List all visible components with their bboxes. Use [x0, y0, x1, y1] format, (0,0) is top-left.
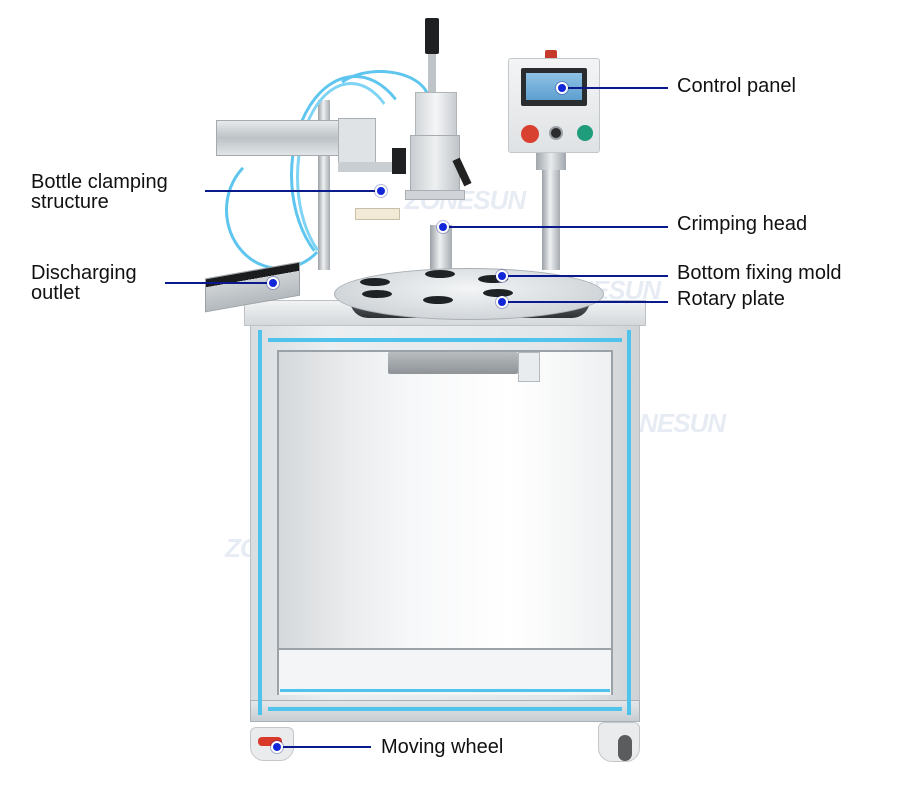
- caster-brake-icon: [258, 737, 282, 746]
- crimp-rod: [428, 54, 436, 94]
- callout-dot: [271, 741, 283, 753]
- label-control-panel: Control panel: [677, 75, 796, 97]
- callout-line: [205, 190, 381, 192]
- key-switch-icon: [549, 126, 563, 140]
- clamp-head: [338, 118, 376, 163]
- callout-line: [165, 282, 273, 284]
- label-crimping-head: Crimping head: [677, 213, 808, 235]
- stop-button-icon: [521, 125, 539, 143]
- label-bottle-clamping-line2: structure: [31, 191, 109, 213]
- label-discharging-outlet-line2: outlet: [31, 282, 80, 304]
- control-panel-column: [542, 150, 560, 270]
- callout-dot: [496, 270, 508, 282]
- label-rotary-plate: Rotary plate: [677, 288, 785, 310]
- callout-dot: [375, 185, 387, 197]
- label-discharging-outlet: Discharging: [31, 262, 137, 284]
- callout-line: [443, 226, 668, 228]
- fixing-mold: [425, 270, 455, 278]
- fixing-mold: [478, 275, 508, 283]
- base-rail: [250, 700, 640, 722]
- frame-accent-strip: [268, 707, 622, 711]
- crimp-cylinder: [415, 92, 457, 137]
- drive-motor: [388, 352, 518, 374]
- callout-line: [502, 275, 668, 277]
- clamp-jaw: [355, 208, 400, 220]
- fixing-mold: [360, 278, 390, 286]
- callout-dot: [556, 82, 568, 94]
- caster-wheel-left: [250, 727, 294, 761]
- cabinet-lower-bay: [277, 650, 613, 695]
- frame-accent-strip: [280, 689, 610, 692]
- solenoid-valve: [392, 148, 406, 174]
- frame-accent-strip: [627, 330, 631, 715]
- callout-dot: [267, 277, 279, 289]
- crimp-block: [410, 135, 460, 193]
- fixing-mold: [423, 296, 453, 304]
- cabinet-interior: [277, 350, 613, 650]
- crimp-cylinder-top: [425, 18, 439, 54]
- frame-accent-strip: [258, 330, 262, 715]
- label-bottom-fixing-mold: Bottom fixing mold: [677, 262, 842, 284]
- air-tube: [225, 150, 335, 270]
- label-moving-wheel: Moving wheel: [381, 736, 504, 758]
- fixing-mold: [362, 290, 392, 298]
- clamp-plate: [338, 162, 398, 172]
- motor-connector: [518, 352, 540, 382]
- callout-line: [562, 87, 668, 89]
- callout-line: [502, 301, 668, 303]
- warning-lamp-icon: [545, 50, 557, 58]
- callout-dot: [437, 221, 449, 233]
- callout-dot: [496, 296, 508, 308]
- column-collar: [536, 150, 566, 170]
- clamp-cylinder: [216, 120, 356, 156]
- frame-accent-strip: [268, 338, 622, 342]
- label-bottle-clamping: Bottle clamping: [31, 171, 168, 193]
- caster-tire: [618, 735, 632, 761]
- touchscreen: [526, 73, 582, 100]
- crimp-flange: [405, 190, 465, 200]
- fixing-mold: [483, 289, 513, 297]
- crimp-spindle: [430, 225, 452, 275]
- callout-line: [277, 746, 371, 748]
- start-button-icon: [577, 125, 593, 141]
